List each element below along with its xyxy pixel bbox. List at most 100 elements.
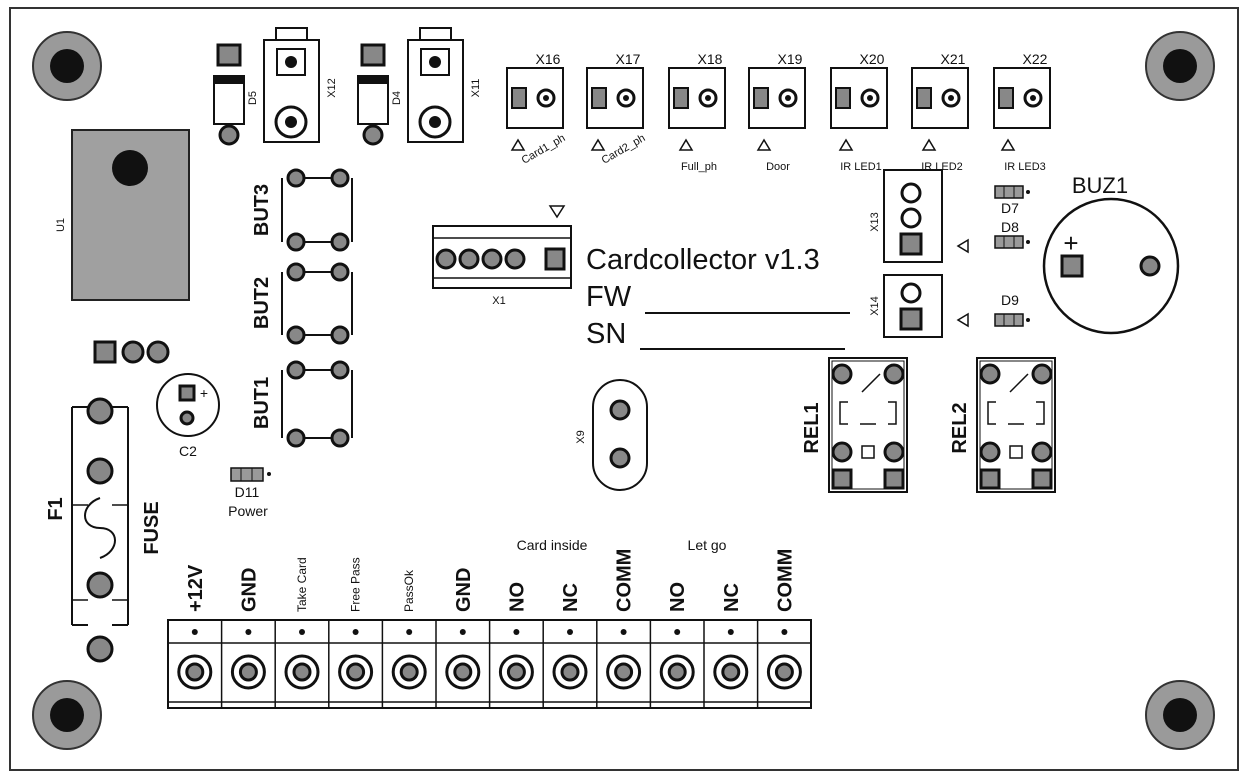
group-label-card-inside: Card inside	[517, 537, 588, 553]
terminal-cell	[177, 629, 213, 690]
terminal-cell	[274, 620, 320, 708]
u1-label: U1	[55, 218, 67, 232]
terminal-cell	[596, 620, 642, 708]
sn-label: SN	[586, 318, 626, 350]
terminal-cell	[756, 620, 802, 708]
led-d7: D7	[994, 185, 1030, 216]
button-label: BUT2	[251, 277, 273, 329]
board-version: 1.3	[779, 244, 819, 276]
f1-label: F1	[45, 497, 67, 520]
x11-connector: X11	[407, 27, 482, 143]
board-title: Cardcollector v1.3	[586, 244, 820, 276]
top-connector-ref: X20	[860, 51, 885, 67]
x14-connector: X14	[869, 274, 969, 338]
board-title-prefix: Cardcollector v	[586, 244, 780, 276]
x11-label: X11	[470, 79, 482, 98]
d5-label: D5	[247, 91, 259, 105]
d8-label: D8	[1001, 219, 1019, 235]
terminal-label: GND	[453, 568, 475, 612]
title-block: Cardcollector v1.3 FW SN	[586, 244, 850, 350]
x12-connector: X12	[263, 27, 338, 143]
top-connector-x22: X22 IR LED3	[993, 51, 1051, 173]
terminal-label: GND	[238, 568, 260, 612]
power-label: Power	[228, 503, 268, 519]
top-connector-label: IR LED1	[840, 161, 882, 173]
button-but1: BUT1	[251, 360, 353, 448]
c2-label: C2	[179, 443, 197, 459]
terminal-cell	[381, 620, 427, 708]
terminal-label: NO	[667, 582, 689, 612]
d7-label: D7	[1001, 200, 1019, 216]
terminal-cell	[542, 620, 588, 708]
top-connector-ref: X19	[778, 51, 803, 67]
d9-label: D9	[1001, 292, 1019, 308]
x9-label: X9	[575, 430, 587, 443]
terminal-label: NC	[721, 583, 743, 612]
terminal-label: NO	[506, 582, 528, 612]
top-connector-x18: X18 Full_ph	[668, 51, 726, 173]
x14-label: X14	[869, 296, 881, 316]
terminal-label: Take Card	[295, 557, 309, 612]
terminal-label: COMM	[614, 549, 636, 612]
u1-regulator: U1	[55, 129, 190, 301]
terminal-block: +12V GND Take Card Free Pass PassOk GND NO NC CO…	[167, 549, 812, 709]
buzzer-buz1: BUZ1 +	[1042, 173, 1180, 335]
group-label-let-go: Let go	[688, 537, 727, 553]
buz1-label: BUZ1	[1072, 173, 1128, 198]
terminal-label: PassOk	[402, 569, 416, 612]
terminal-cell	[649, 620, 695, 708]
x13-connector: X13	[869, 169, 969, 263]
terminal-cell	[220, 620, 266, 708]
terminal-label: NC	[560, 583, 582, 612]
fuse-label: FUSE	[141, 501, 163, 554]
led-d8: D8	[994, 219, 1030, 249]
buz1-plus: +	[1063, 228, 1078, 258]
top-connector-ref: X16	[536, 51, 561, 67]
d5-diode: D5	[213, 43, 259, 146]
top-connector-ref: X18	[698, 51, 723, 67]
mounting-hole-bottom-left	[32, 680, 102, 750]
button-but2: BUT2	[251, 262, 353, 345]
d11-label: D11	[235, 484, 260, 500]
c2-plus: +	[200, 385, 208, 401]
top-connector-x21: X21 IR LED2	[911, 51, 969, 173]
top-connector-label: IR LED3	[1004, 161, 1046, 173]
top-connector-ref: X21	[941, 51, 966, 67]
top-connector-label: Door	[766, 161, 790, 173]
terminal-label: +12V	[185, 564, 207, 612]
top-connector-ref: X22	[1023, 51, 1048, 67]
rel2-label: REL2	[949, 402, 971, 453]
terminal-label: Free Pass	[349, 557, 363, 612]
mounting-hole-top-left	[32, 31, 102, 101]
mounting-hole-top-right	[1145, 31, 1215, 101]
rel1-label: REL1	[801, 402, 823, 453]
top-connector-ref: X17	[616, 51, 641, 67]
mounting-hole-bottom-right	[1145, 680, 1215, 750]
capacitor-c2: + C2	[156, 373, 220, 459]
x9-crystal: X9	[575, 379, 648, 491]
fw-label: FW	[586, 281, 632, 313]
top-connector-x20: X20 IR LED1	[830, 51, 888, 173]
x1-label: X1	[492, 295, 505, 307]
d4-diode: D4	[357, 43, 403, 146]
button-label: BUT1	[251, 377, 273, 429]
top-connector-x19: X19 Door	[748, 51, 806, 173]
button-label: BUT3	[251, 184, 273, 236]
terminal-cell	[703, 620, 749, 708]
x12-label: X12	[326, 78, 338, 98]
terminal-cell	[328, 620, 374, 708]
button-but3: BUT3	[251, 168, 353, 252]
d4-label: D4	[391, 91, 403, 105]
top-connector-label: Full_ph	[681, 161, 717, 173]
x1-connector: X1	[432, 205, 572, 307]
relay-rel1: REL1	[801, 357, 908, 493]
x13-label: X13	[869, 212, 881, 232]
fuse-f1: F1 FUSE	[45, 397, 163, 663]
terminal-cell	[488, 620, 534, 708]
terminal-label: COMM	[774, 549, 796, 612]
led-d11: D11 Power	[228, 467, 271, 519]
header-3pin	[93, 340, 170, 364]
relay-rel2: REL2	[949, 357, 1056, 493]
led-d9: D9	[994, 292, 1030, 327]
